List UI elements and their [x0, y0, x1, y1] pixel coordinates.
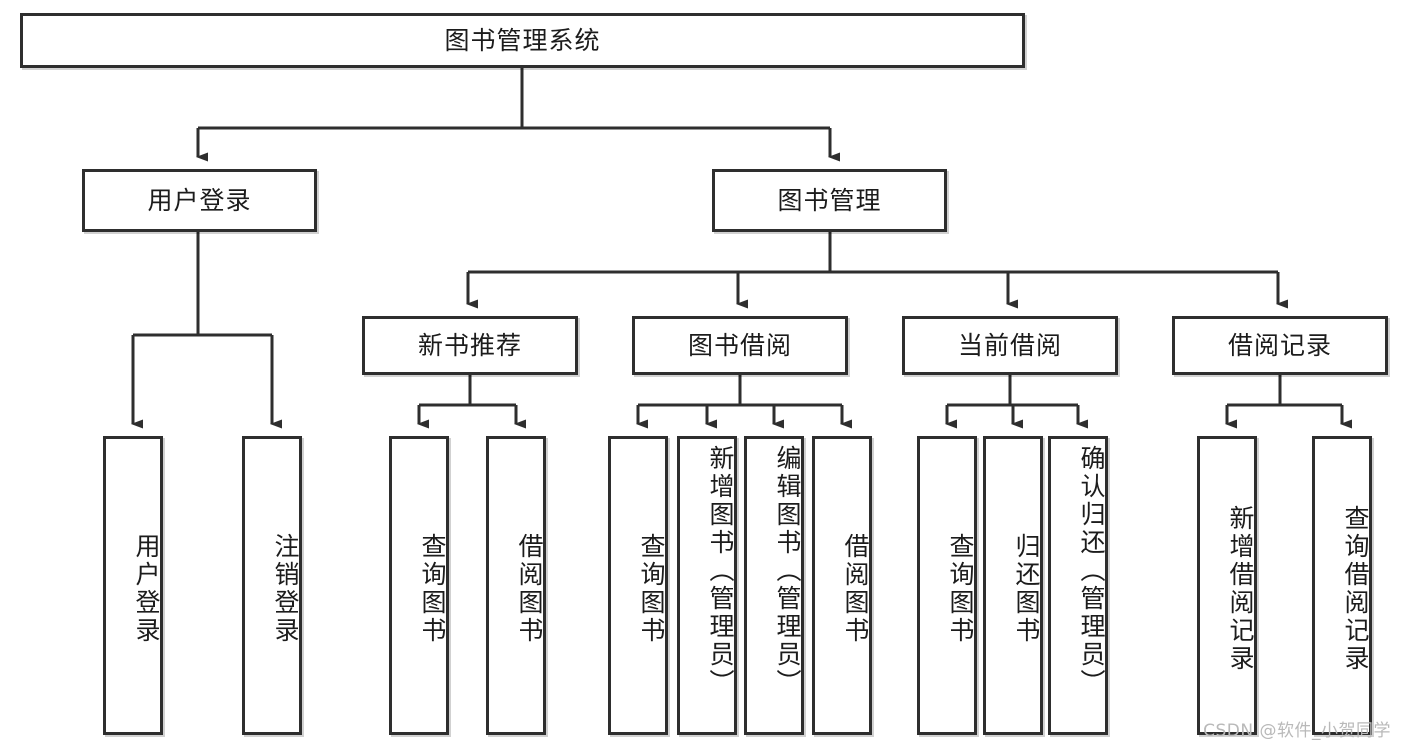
node-leaf-leaf-rec-search[interactable]: 查询借阅记录: [1312, 436, 1372, 735]
node-leaf-leaf-cur-query[interactable]: 查询图书: [917, 436, 977, 735]
node-level3-book-borrow[interactable]: 图书借阅: [632, 316, 848, 375]
node-label: 用户登录: [147, 185, 252, 215]
node-level3-new-book-rec[interactable]: 新书推荐: [362, 316, 578, 375]
node-label: 编辑图书（管理员）: [773, 445, 802, 697]
node-label: 借阅记录: [1227, 330, 1332, 360]
node-root-system[interactable]: 图书管理系统: [20, 13, 1025, 68]
node-leaf-leaf-borrow-lend[interactable]: 借阅图书: [812, 436, 872, 735]
node-label: 新增借阅记录: [1226, 504, 1255, 673]
node-label: 新增图书（管理员）: [706, 445, 735, 697]
node-label: 图书管理系统: [444, 25, 601, 55]
node-label: 查询图书: [946, 532, 975, 645]
node-leaf-leaf-user-login[interactable]: 用户登录: [103, 436, 163, 735]
node-level3-borrow-record[interactable]: 借阅记录: [1172, 316, 1388, 375]
node-level2-book-manage[interactable]: 图书管理: [712, 169, 947, 232]
node-label: 归还图书: [1012, 532, 1041, 645]
node-leaf-leaf-user-logout[interactable]: 注销登录: [242, 436, 302, 735]
node-leaf-leaf-rec-query[interactable]: 查询图书: [389, 436, 449, 735]
node-leaf-leaf-borrow-add[interactable]: 新增图书（管理员）: [677, 436, 737, 735]
node-label: 图书借阅: [687, 330, 792, 360]
node-label: 查询图书: [637, 532, 666, 645]
csdn-watermark: CSDN @软件_小贺同学: [1203, 721, 1391, 741]
node-label: 当前借阅: [957, 330, 1062, 360]
node-label: 借阅图书: [841, 532, 870, 645]
node-level3-current-borrow[interactable]: 当前借阅: [902, 316, 1118, 375]
node-label: 确认归还（管理员）: [1077, 445, 1106, 697]
node-leaf-leaf-borrow-edit[interactable]: 编辑图书（管理员）: [744, 436, 804, 735]
node-level2-user-login[interactable]: 用户登录: [82, 169, 317, 232]
node-label: 图书管理: [777, 185, 882, 215]
node-leaf-leaf-borrow-query[interactable]: 查询图书: [608, 436, 668, 735]
node-leaf-leaf-rec-add[interactable]: 新增借阅记录: [1197, 436, 1257, 735]
node-leaf-leaf-cur-confirm[interactable]: 确认归还（管理员）: [1048, 436, 1108, 735]
node-label: 用户登录: [132, 532, 161, 645]
node-label: 查询图书: [418, 532, 447, 645]
node-leaf-leaf-cur-return[interactable]: 归还图书: [983, 436, 1043, 735]
node-label: 新书推荐: [417, 330, 522, 360]
node-label: 借阅图书: [515, 532, 544, 645]
node-label: 注销登录: [271, 532, 300, 645]
node-label: 查询借阅记录: [1341, 504, 1370, 673]
node-leaf-leaf-rec-borrow[interactable]: 借阅图书: [486, 436, 546, 735]
